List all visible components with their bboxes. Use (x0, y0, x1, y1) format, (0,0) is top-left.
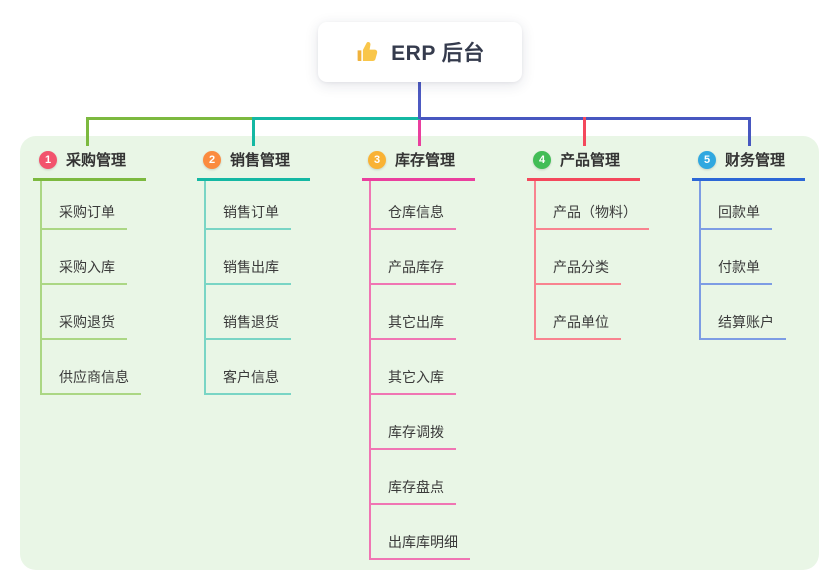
child-row: 采购退货 (42, 285, 146, 340)
child-row: 库存调拨 (371, 395, 475, 450)
branch-采购管理: 1 采购管理采购订单采购入库采购退货供应商信息 (33, 149, 146, 395)
branch-children: 销售订单销售出库销售退货客户信息 (204, 181, 310, 395)
connector-drop-branch-5 (748, 117, 751, 146)
connector-drop-branch-3 (418, 120, 421, 146)
branch-children: 回款单付款单结算账户 (699, 181, 805, 340)
connector-drop-branch-4 (583, 117, 586, 146)
child-node[interactable]: 出库库明细 (371, 535, 470, 560)
child-node[interactable]: 采购退货 (42, 315, 127, 340)
root-label: ERP 后台 (391, 42, 485, 65)
child-row: 销售退货 (206, 285, 310, 340)
branch-number-badge: 1 (39, 150, 57, 169)
child-row: 客户信息 (206, 340, 310, 395)
child-row: 付款单 (701, 230, 805, 285)
branch-label: 采购管理 (66, 152, 127, 169)
branch-header-1[interactable]: 1 采购管理 (33, 149, 146, 181)
child-row: 回款单 (701, 181, 805, 230)
branch-number-badge: 3 (368, 150, 386, 169)
child-row: 采购入库 (42, 230, 146, 285)
child-row: 库存盘点 (371, 450, 475, 505)
branch-header-3[interactable]: 3 库存管理 (362, 149, 475, 181)
child-row: 其它出库 (371, 285, 475, 340)
branch-label: 库存管理 (395, 152, 456, 169)
child-node[interactable]: 销售订单 (206, 205, 291, 230)
child-node[interactable]: 供应商信息 (42, 370, 141, 395)
child-node[interactable]: 产品（物料） (536, 205, 649, 230)
branch-header-5[interactable]: 5 财务管理 (692, 149, 805, 181)
branch-children: 产品（物料） 产品分类产品单位 (534, 181, 649, 340)
child-row: 供应商信息 (42, 340, 146, 395)
child-row: 产品库存 (371, 230, 475, 285)
child-node[interactable]: 库存调拨 (371, 425, 456, 450)
connector-drop-branch-2 (252, 117, 255, 146)
child-row: 产品（物料） (536, 181, 649, 230)
child-node[interactable]: 销售出库 (206, 260, 291, 285)
branch-header-2[interactable]: 2 销售管理 (197, 149, 310, 181)
branch-number-badge: 5 (698, 150, 716, 169)
child-node[interactable]: 产品单位 (536, 315, 621, 340)
child-node[interactable]: 结算账户 (701, 315, 786, 340)
child-row: 销售出库 (206, 230, 310, 285)
branch-label: 产品管理 (560, 152, 621, 169)
child-node[interactable]: 付款单 (701, 260, 772, 285)
connector-root-stem (418, 82, 421, 119)
child-node[interactable]: 产品分类 (536, 260, 621, 285)
branch-产品管理: 4 产品管理产品（物料） 产品分类产品单位 (527, 149, 649, 340)
branch-children: 采购订单采购入库采购退货供应商信息 (40, 181, 146, 395)
branch-number-badge: 4 (533, 150, 551, 169)
child-node[interactable]: 产品库存 (371, 260, 456, 285)
branch-number-badge: 2 (203, 150, 221, 169)
branch-财务管理: 5 财务管理回款单付款单结算账户 (692, 149, 805, 340)
child-row: 其它入库 (371, 340, 475, 395)
child-node[interactable]: 采购订单 (42, 205, 127, 230)
child-row: 产品分类 (536, 230, 649, 285)
child-node[interactable]: 客户信息 (206, 370, 291, 395)
child-row: 出库库明细 (371, 505, 475, 560)
child-node[interactable]: 回款单 (701, 205, 772, 230)
child-node[interactable]: 仓库信息 (371, 205, 456, 230)
branch-label: 销售管理 (230, 152, 291, 169)
child-row: 采购订单 (42, 181, 146, 230)
child-node[interactable]: 其它出库 (371, 315, 456, 340)
connector-drop-branch-1 (86, 117, 89, 146)
child-node[interactable]: 库存盘点 (371, 480, 456, 505)
branch-header-4[interactable]: 4 产品管理 (527, 149, 640, 181)
branch-children: 仓库信息产品库存其它出库其它入库库存调拨库存盘点出库库明细 (369, 181, 475, 560)
child-node[interactable]: 销售退货 (206, 315, 291, 340)
branch-销售管理: 2 销售管理销售订单销售出库销售退货客户信息 (197, 149, 310, 395)
child-node[interactable]: 采购入库 (42, 260, 127, 285)
branch-label: 财务管理 (725, 152, 786, 169)
child-row: 仓库信息 (371, 181, 475, 230)
child-node[interactable]: 其它入库 (371, 370, 456, 395)
connector-elbow-branch-2 (252, 117, 421, 120)
child-row: 结算账户 (701, 285, 805, 340)
thumbs-up-icon (355, 40, 380, 65)
child-row: 销售订单 (206, 181, 310, 230)
branch-库存管理: 3 库存管理仓库信息产品库存其它出库其它入库库存调拨库存盘点出库库明细 (362, 149, 475, 560)
child-row: 产品单位 (536, 285, 649, 340)
mindmap-board (20, 136, 819, 570)
root-node[interactable]: ERP 后台 (318, 22, 522, 82)
